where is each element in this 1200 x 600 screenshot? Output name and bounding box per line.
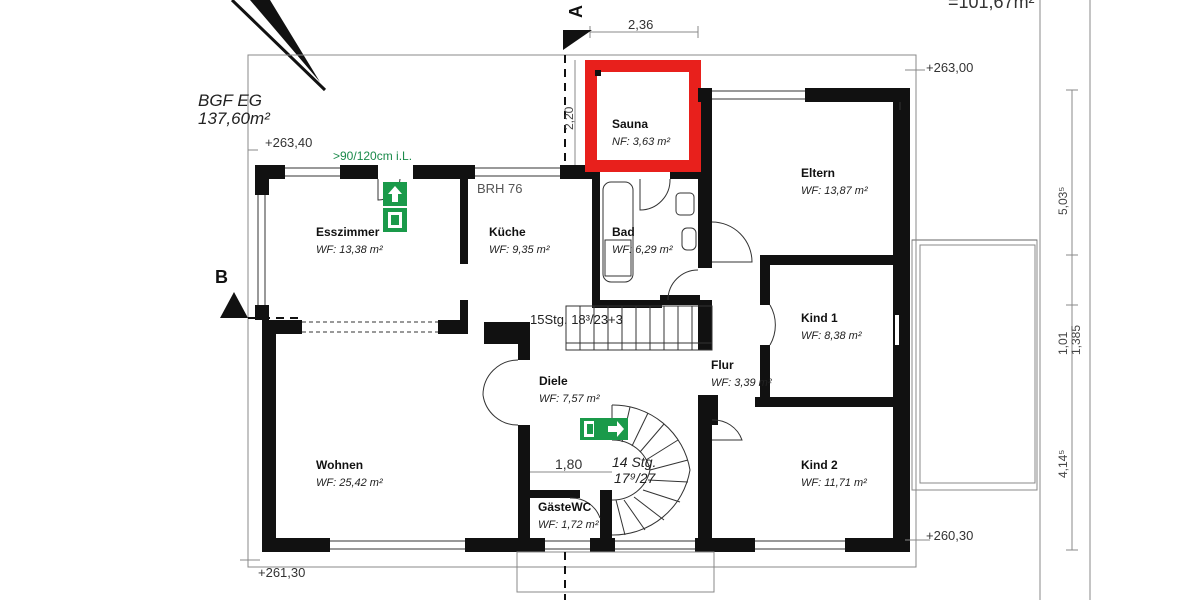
room-name-sauna: Sauna <box>612 117 648 131</box>
stairs-lower-ratio: 17⁹/27 <box>614 470 657 486</box>
level-bottom-right: +260,30 <box>926 528 973 543</box>
exit-sign-icon <box>383 182 407 232</box>
top-right-partial: =101,67m² <box>948 0 1035 12</box>
building-outline <box>247 54 917 568</box>
section-a-arrow-icon <box>563 30 592 50</box>
stairs-lower-count: 14 Stg. <box>612 454 656 470</box>
level-top-right: +263,00 <box>926 60 973 75</box>
bgf-label: BGF EG <box>198 91 262 110</box>
room-area-kind2: WF: 11,71 m² <box>801 477 867 489</box>
room-area-wohnen: WF: 25,42 m² <box>316 477 383 489</box>
dim-stair-width: 1,80 <box>555 456 582 472</box>
dim-sauna-width: 2,36 <box>628 17 653 32</box>
room-name-kueche: Küche <box>489 225 526 239</box>
clear-opening-note: >90/120cm i.L. <box>333 149 412 163</box>
dim-right-top: 5,03⁵ <box>1056 187 1070 215</box>
dim-sauna-depth: 2,20 <box>562 106 576 130</box>
dim-right-mid2: 1,385 <box>1069 325 1083 355</box>
section-b-label: B <box>215 267 228 287</box>
section-a-label: A <box>566 5 586 18</box>
sill-height-note: BRH 76 <box>477 181 523 196</box>
level-top-left: +263,40 <box>265 135 312 150</box>
level-bottom-left: +261,30 <box>258 565 305 580</box>
room-area-kueche: WF: 9,35 m² <box>489 244 550 256</box>
room-area-flur: WF: 3,39 m² <box>711 377 772 389</box>
room-area-eltern: WF: 13,87 m² <box>801 185 868 197</box>
exit-sign-icon <box>580 418 628 440</box>
stairs-lower <box>611 404 691 536</box>
room-area-kind1: WF: 8,38 m² <box>801 330 862 342</box>
north-arrow-icon <box>250 0 320 82</box>
room-area-gaestewc: WF: 1,72 m² <box>538 519 599 531</box>
stairs-upper <box>565 305 713 351</box>
dim-right-mid: 1,01 <box>1056 331 1070 355</box>
room-name-eltern: Eltern <box>801 166 835 180</box>
dim-right-bottom: 4,14⁵ <box>1056 450 1070 478</box>
room-area-sauna: NF: 3,63 m² <box>612 136 670 148</box>
room-name-bad: Bad <box>612 225 635 239</box>
bgf-value: 137,60m² <box>198 109 271 128</box>
stairs-upper-label: 15Stg. 18³/23+3 <box>530 312 623 327</box>
north-arrow-line <box>230 0 327 92</box>
room-area-diele: WF: 7,57 m² <box>539 393 600 405</box>
room-name-wohnen: Wohnen <box>316 458 363 472</box>
room-name-gaestewc: GästeWC <box>538 500 592 514</box>
room-name-kind1: Kind 1 <box>801 311 838 325</box>
room-area-esszimmer: WF: 13,38 m² <box>316 244 383 256</box>
room-name-flur: Flur <box>711 358 734 372</box>
room-area-bad: WF: 6,29 m² <box>612 244 673 256</box>
room-name-kind2: Kind 2 <box>801 458 838 472</box>
room-name-diele: Diele <box>539 374 568 388</box>
room-name-esszimmer: Esszimmer <box>316 225 380 239</box>
section-b-arrow-icon <box>220 292 248 318</box>
sauna-outline <box>585 60 701 172</box>
